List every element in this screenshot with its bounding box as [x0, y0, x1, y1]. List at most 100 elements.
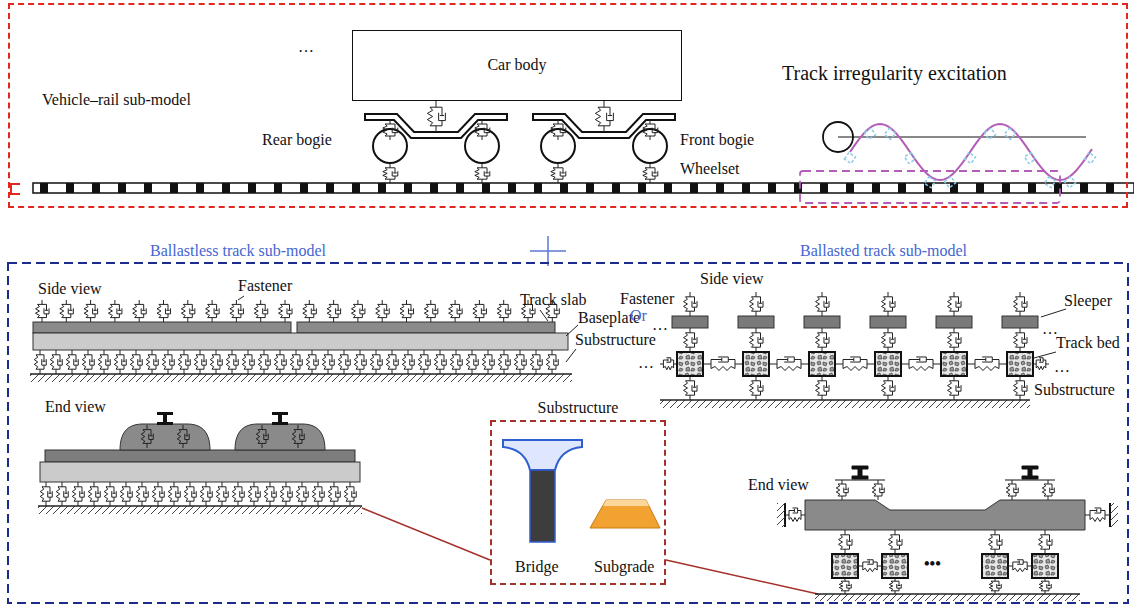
- spring-damper: [60, 300, 73, 322]
- node-text: Car body: [487, 56, 546, 74]
- ground-hatch: [30, 374, 572, 382]
- spring-damper: [684, 292, 698, 316]
- spring-damper: [882, 328, 896, 352]
- sleeper: [870, 316, 906, 328]
- substructure-leader: [362, 508, 818, 594]
- part-label: …: [638, 354, 654, 372]
- spring-damper: [108, 300, 122, 322]
- rail-block: [378, 183, 386, 193]
- part-label: Bridge: [515, 558, 559, 576]
- ground-line: [30, 373, 572, 375]
- part-label: …: [298, 38, 314, 56]
- rail-block: [1028, 183, 1036, 193]
- rail-section: [835, 466, 1055, 480]
- wave-sample: [1004, 128, 1015, 139]
- spring-damper: [88, 482, 100, 506]
- spring-damper: [449, 300, 463, 322]
- spring-damper: [386, 350, 398, 374]
- spring-damper: [66, 350, 78, 374]
- ballast-block: [941, 352, 967, 376]
- spring-damper: [1014, 292, 1028, 316]
- spring-damper: [344, 482, 356, 506]
- part-label: Rear bogie: [262, 131, 332, 149]
- wave-sample: [864, 128, 875, 139]
- rail-block: [612, 183, 620, 193]
- part-label: …: [652, 316, 668, 334]
- spring-damper: [835, 357, 875, 371]
- spring-damper: [383, 120, 398, 140]
- spring-damper: [703, 357, 743, 371]
- spring-damper: [684, 328, 698, 352]
- ground-line: [660, 399, 1030, 401]
- part-label: Front bogie: [680, 131, 754, 149]
- spring-damper: [816, 328, 830, 352]
- sleeper: [738, 316, 774, 328]
- track-region: [8, 263, 1128, 603]
- spring-damper: [402, 350, 414, 374]
- spring-damper: [839, 530, 853, 554]
- sleeper: [1002, 316, 1038, 328]
- spring-damper: [1006, 480, 1018, 500]
- rail-block: [274, 183, 282, 193]
- rail-block: [976, 183, 984, 193]
- wave-sample: [1044, 177, 1055, 188]
- spring-damper: [216, 482, 228, 506]
- spring-damper: [312, 482, 324, 506]
- spring-damper: [475, 164, 490, 183]
- ground-line: [38, 505, 362, 507]
- wheel: [633, 129, 667, 163]
- wave-sample: [944, 177, 955, 188]
- region-bracket: [11, 184, 20, 194]
- wheel: [465, 129, 499, 163]
- track-slab: [33, 322, 291, 333]
- spring-damper: [303, 300, 317, 322]
- spring-damper: [82, 350, 94, 374]
- bridge-pier: [530, 470, 555, 542]
- ground-hatch: [660, 400, 1030, 408]
- spring-damper: [1042, 480, 1054, 500]
- spring-damper: [400, 300, 414, 322]
- rail-block: [352, 183, 360, 193]
- spring-damper: [785, 508, 805, 521]
- spring-damper: [546, 350, 558, 374]
- spring-damper: [482, 350, 494, 374]
- ballast-blocks: [677, 352, 1058, 578]
- rail-block: [1002, 183, 1010, 193]
- spring-damper: [816, 292, 830, 316]
- spring-damper: [206, 300, 220, 322]
- rail-block: [404, 183, 412, 193]
- rail-block: [1080, 183, 1088, 193]
- spring-damper: [130, 350, 142, 374]
- spring-damper: [473, 300, 487, 322]
- rail-block: [92, 183, 100, 193]
- rail-block: [248, 183, 256, 193]
- spring-damper: [98, 350, 110, 374]
- part-label: Substructure: [575, 331, 656, 349]
- spring-damper: [514, 350, 526, 374]
- rail-block: [846, 183, 854, 193]
- spring-damper: [50, 350, 62, 374]
- spring-damper: [475, 120, 490, 140]
- spring-damper: [256, 425, 268, 448]
- spring-damper: [114, 350, 126, 374]
- node-text: Vehicle–rail sub-model: [42, 91, 191, 109]
- spring-damper: [836, 480, 848, 500]
- rail-block: [664, 183, 672, 193]
- rail-block: [742, 183, 750, 193]
- rail-block: [196, 183, 204, 193]
- subgrade-shape: [590, 500, 660, 528]
- ballast-block: [982, 554, 1008, 578]
- rail-block: [66, 183, 74, 193]
- spring-damper: [133, 300, 147, 322]
- ballast-block: [677, 352, 703, 376]
- wave-sample: [964, 152, 975, 163]
- spring-damper: [258, 350, 270, 374]
- reference-line: [838, 137, 1086, 138]
- sleeper-section: [805, 500, 1085, 530]
- part-label: Wheelset: [680, 160, 740, 178]
- wave-sample: [904, 152, 915, 163]
- rail-block: [222, 183, 230, 193]
- spring-damper: [40, 482, 52, 506]
- ballast-block: [832, 554, 858, 578]
